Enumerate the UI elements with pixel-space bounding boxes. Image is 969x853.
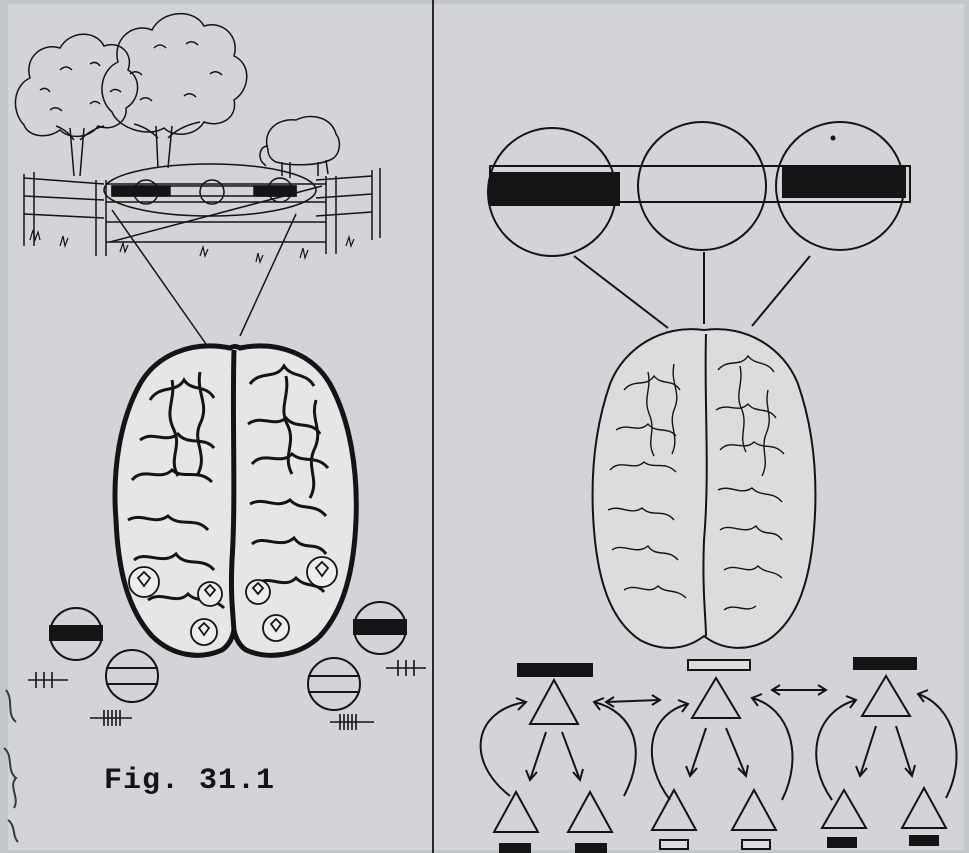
down-arrows <box>526 726 915 780</box>
bottom-bar-filled <box>500 844 530 853</box>
sample-filled-right <box>354 602 406 654</box>
connector-line <box>752 256 810 326</box>
spike-train <box>28 672 68 688</box>
spike-marks <box>28 660 426 730</box>
unit-triangle-bottom <box>494 792 538 832</box>
top-bar-filled <box>854 658 916 669</box>
spike-train <box>386 660 426 676</box>
bottom-bar-filled <box>910 836 938 845</box>
bar-stimulus <box>104 164 316 216</box>
spike-train <box>90 710 132 726</box>
top-bar-filled <box>518 664 592 676</box>
bottom-bar-filled <box>828 838 856 847</box>
bar-stimulus-large <box>490 166 910 206</box>
unit-triangle-bottom <box>568 792 612 832</box>
bottom-bar-open <box>660 840 688 849</box>
brain-dark <box>115 346 356 655</box>
network <box>481 658 957 853</box>
tree-left <box>15 34 137 176</box>
right-panel <box>434 0 969 853</box>
feedback-arc <box>594 702 636 796</box>
sample-open-right <box>308 658 360 710</box>
left-illustration <box>0 0 432 853</box>
scene <box>15 14 380 344</box>
connector-line <box>240 214 296 336</box>
feedback-arc <box>816 700 856 800</box>
brain-outline <box>593 329 816 648</box>
dot-mark <box>832 137 835 140</box>
unit-triangle-top <box>530 680 578 724</box>
grass <box>30 230 354 262</box>
spike-train <box>330 714 374 730</box>
feedback-arc <box>752 698 792 800</box>
connector-line <box>112 210 206 344</box>
figure-label: Fig. 31.1 <box>104 764 275 798</box>
sample-open-left <box>106 650 158 702</box>
unit-triangle-bottom <box>652 790 696 830</box>
top-bar-open <box>688 660 750 670</box>
sample-filled-left <box>50 608 102 660</box>
mutual-arrow <box>772 685 826 695</box>
unit-triangle-bottom <box>732 790 776 830</box>
bottom-bar-filled <box>576 844 606 853</box>
tree-right <box>102 14 247 168</box>
unit-triangle-top <box>862 676 910 716</box>
connector-line <box>574 256 668 328</box>
mutual-arrow <box>606 695 660 707</box>
unit-triangle-top <box>692 678 740 718</box>
left-panel: Fig. 31.1 <box>0 0 432 853</box>
right-illustration <box>434 0 969 853</box>
feedback-arc <box>652 704 688 800</box>
margin-scribble <box>4 690 18 842</box>
unit-triangle-bottom <box>902 788 946 828</box>
feedback-arc <box>481 702 526 796</box>
bottom-bar-open <box>742 840 770 849</box>
feedback-arc <box>918 694 957 798</box>
